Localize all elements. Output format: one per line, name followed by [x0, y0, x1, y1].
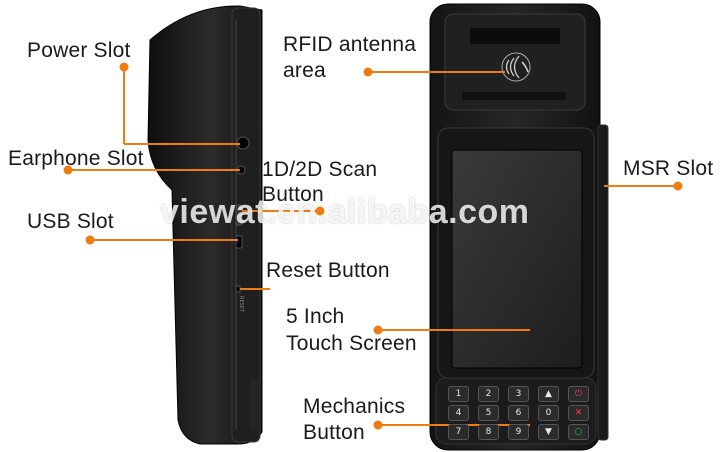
keypad-key: 1	[448, 386, 469, 402]
scan-button-label-line1: 1D/2D Scan	[262, 158, 378, 181]
keypad-key: 2	[478, 386, 499, 402]
msr-rail	[597, 124, 609, 441]
usb-slot-label: USB Slot	[27, 210, 114, 233]
keypad-key: 7	[448, 424, 469, 440]
side-edge	[231, 7, 261, 443]
scan-button-label-line2: Button	[262, 183, 324, 206]
reset-side-label: RESET	[238, 296, 244, 313]
watermark: viewat.en.alibaba.com	[160, 193, 530, 231]
keypad-key: ▲	[538, 386, 559, 402]
earphone-slot-label: Earphone Slot	[8, 147, 144, 170]
touch-screen	[451, 149, 583, 369]
keypad-key: 9	[508, 424, 529, 440]
mechanics-label-line1: Mechanics	[303, 395, 406, 418]
rfid-icon	[501, 52, 531, 82]
keypad-key: ▼	[538, 424, 559, 440]
power-slot-label: Power Slot	[27, 39, 131, 62]
rfid-label-line2: area	[283, 59, 326, 82]
keypad-key: 8	[478, 424, 499, 440]
reset-button-label: Reset Button	[266, 259, 390, 282]
mechanics-label-line2: Button	[303, 421, 365, 444]
keypad-key: 3	[508, 386, 529, 402]
keypad-key: 5	[478, 405, 499, 421]
screen-label-line1: 5 Inch	[286, 305, 345, 328]
keypad-key: ⏻	[568, 386, 589, 402]
keypad-key: 0	[538, 405, 559, 421]
reset-port	[235, 285, 241, 293]
rfid-label-line1: RFID antenna	[283, 33, 417, 56]
keypad-key: ✕	[568, 405, 589, 421]
keypad-key: 4	[448, 405, 469, 421]
msr-slot-label: MSR Slot	[623, 157, 714, 180]
keypad-key: ○	[568, 424, 589, 440]
screen-label-line2: Touch Screen	[286, 332, 417, 355]
usb-port	[235, 235, 243, 249]
scan-button	[235, 204, 243, 226]
keypad-key: 6	[508, 405, 529, 421]
